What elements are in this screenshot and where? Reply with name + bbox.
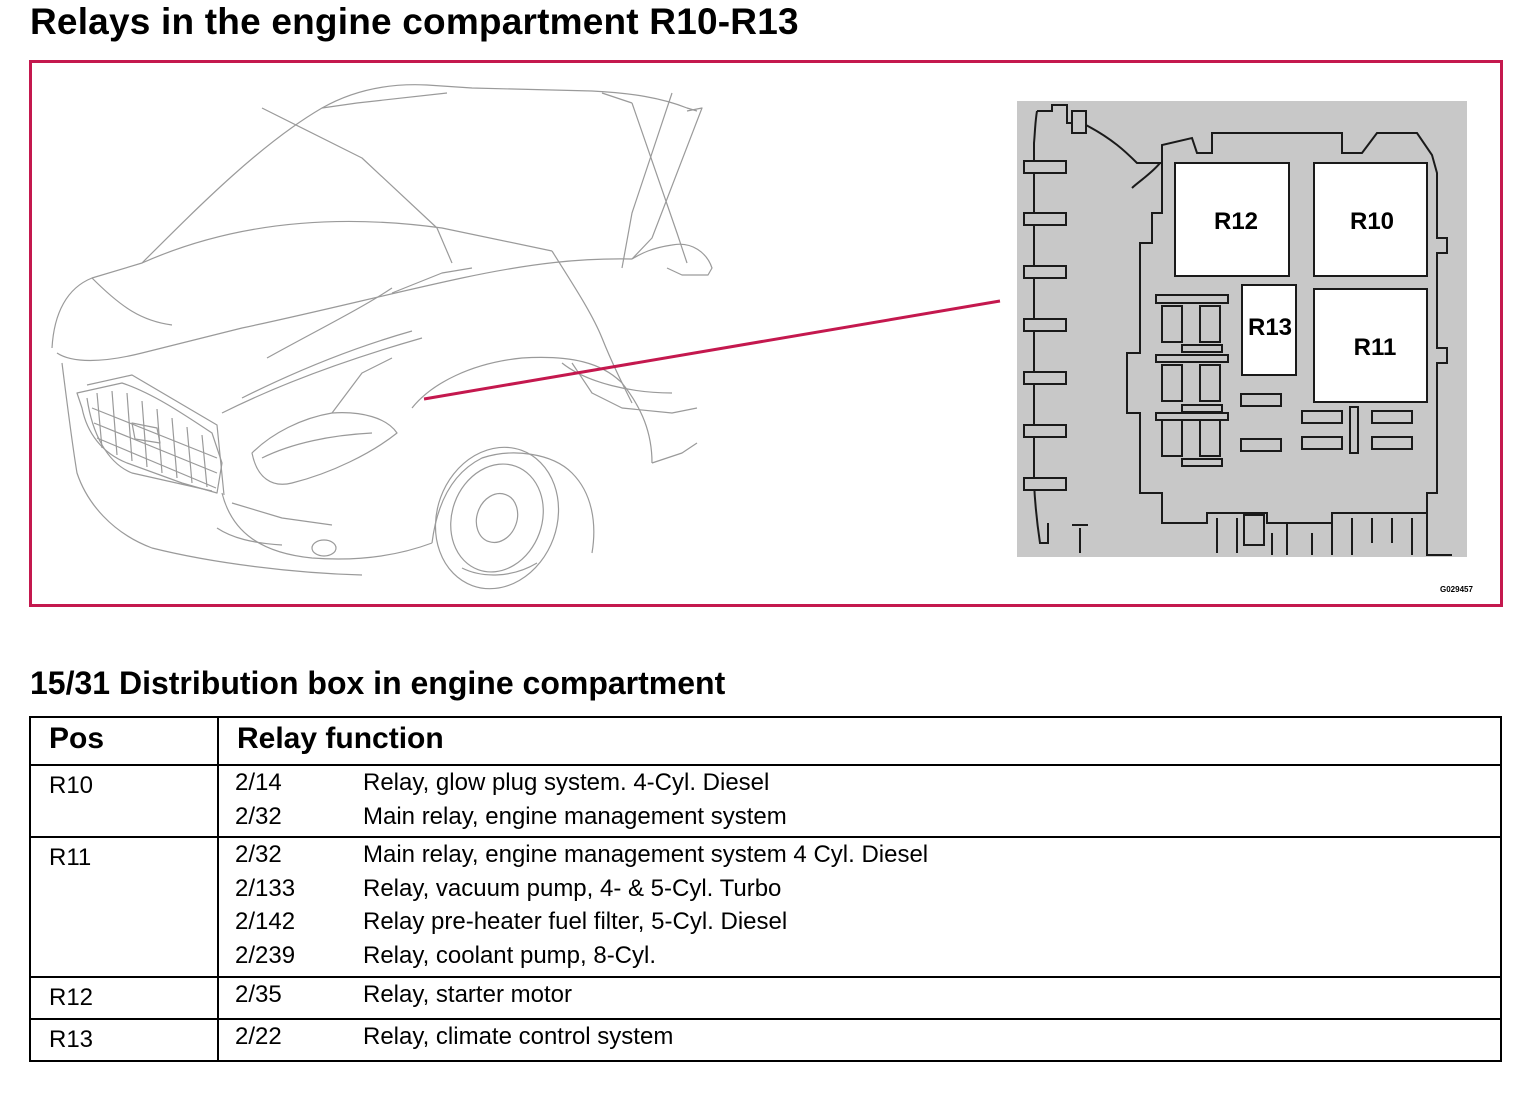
- table-row: R13 2/22 Relay, climate control system: [29, 1018, 1502, 1062]
- function-number: 2/133: [235, 874, 296, 902]
- relay-table: Pos Relay function R10 2/14 Relay, glow p…: [29, 716, 1502, 1062]
- table-row: R10 2/14 Relay, glow plug system. 4-Cyl. …: [29, 764, 1502, 838]
- table-row: R12 2/35 Relay, starter motor: [29, 976, 1502, 1020]
- relay-r13-box: [1241, 284, 1297, 376]
- car-illustration: [51, 84, 713, 590]
- function-number: 2/35: [235, 981, 282, 1008]
- relay-r12-box: [1174, 162, 1290, 277]
- function-text: Relay, climate control system: [363, 1023, 674, 1050]
- function-line: 2/239 Relay, coolant pump, 8-Cyl.: [219, 939, 1500, 973]
- function-number: 2/142: [235, 908, 296, 935]
- page-title: Relays in the engine compartment R10-R13: [30, 1, 799, 42]
- relay-r10-box: [1313, 162, 1428, 277]
- function-text: Main relay, engine management system 4 C…: [363, 841, 929, 868]
- header-relay-function: Relay function: [217, 716, 1502, 766]
- table-header-row: Pos Relay function: [29, 716, 1502, 766]
- relay-label-r13: R13: [1248, 314, 1292, 341]
- row-pos: R11: [49, 844, 92, 871]
- function-number: 2/14: [235, 769, 282, 796]
- relay-label-r10: R10: [1350, 208, 1394, 235]
- function-text: Relay pre-heater fuel filter, 5-Cyl. Die…: [363, 908, 788, 935]
- relay-label-r11: R11: [1354, 334, 1397, 361]
- relay-location-figure: R12 R10 R13 R11 G029457: [29, 60, 1503, 607]
- figure-code: G029457: [1440, 585, 1473, 594]
- function-line: 2/142 Relay pre-heater fuel filter, 5-Cyl…: [219, 905, 1500, 939]
- distribution-box-diagram: R12 R10 R13 R11: [1017, 101, 1467, 557]
- figure-drawing: R12 R10 R13 R11: [51, 84, 1467, 590]
- function-line: 2/32 Main relay, engine management system: [219, 800, 1500, 834]
- function-line: 2/133 Relay, vacuum pump, 4- & 5-Cyl. Tur…: [219, 872, 1500, 906]
- function-line: 2/14 Relay, glow plug system. 4-Cyl. Dies…: [219, 766, 1500, 800]
- function-text: Relay, glow plug system. 4-Cyl. Diesel: [363, 769, 770, 796]
- pointer-line: [423, 299, 1001, 401]
- row-pos: R13: [49, 1026, 94, 1053]
- function-line: 2/22 Relay, climate control system: [219, 1020, 1500, 1054]
- function-number: 2/22: [235, 1023, 282, 1050]
- function-number: 2/32: [235, 841, 282, 868]
- row-pos: R12: [49, 984, 94, 1011]
- function-text: Relay, starter motor: [363, 981, 572, 1008]
- relay-label-r12: R12: [1214, 208, 1258, 235]
- function-text: Main relay, engine management system: [363, 802, 787, 830]
- header-pos: Pos: [29, 716, 219, 766]
- function-number: 2/239: [235, 941, 296, 969]
- section-heading: 15/31 Distribution box in engine compart…: [30, 665, 726, 701]
- relay-r11-box: [1313, 288, 1428, 403]
- function-line: 2/32 Main relay, engine management system…: [219, 838, 1500, 872]
- function-number: 2/32: [235, 802, 282, 830]
- function-line: 2/35 Relay, starter motor: [219, 978, 1500, 1012]
- function-text: Relay, vacuum pump, 4- & 5-Cyl. Turbo: [363, 874, 782, 902]
- table-row: R11 2/32 Main relay, engine management sy…: [29, 836, 1502, 978]
- function-text: Relay, coolant pump, 8-Cyl.: [363, 941, 657, 969]
- row-pos: R10: [49, 772, 94, 799]
